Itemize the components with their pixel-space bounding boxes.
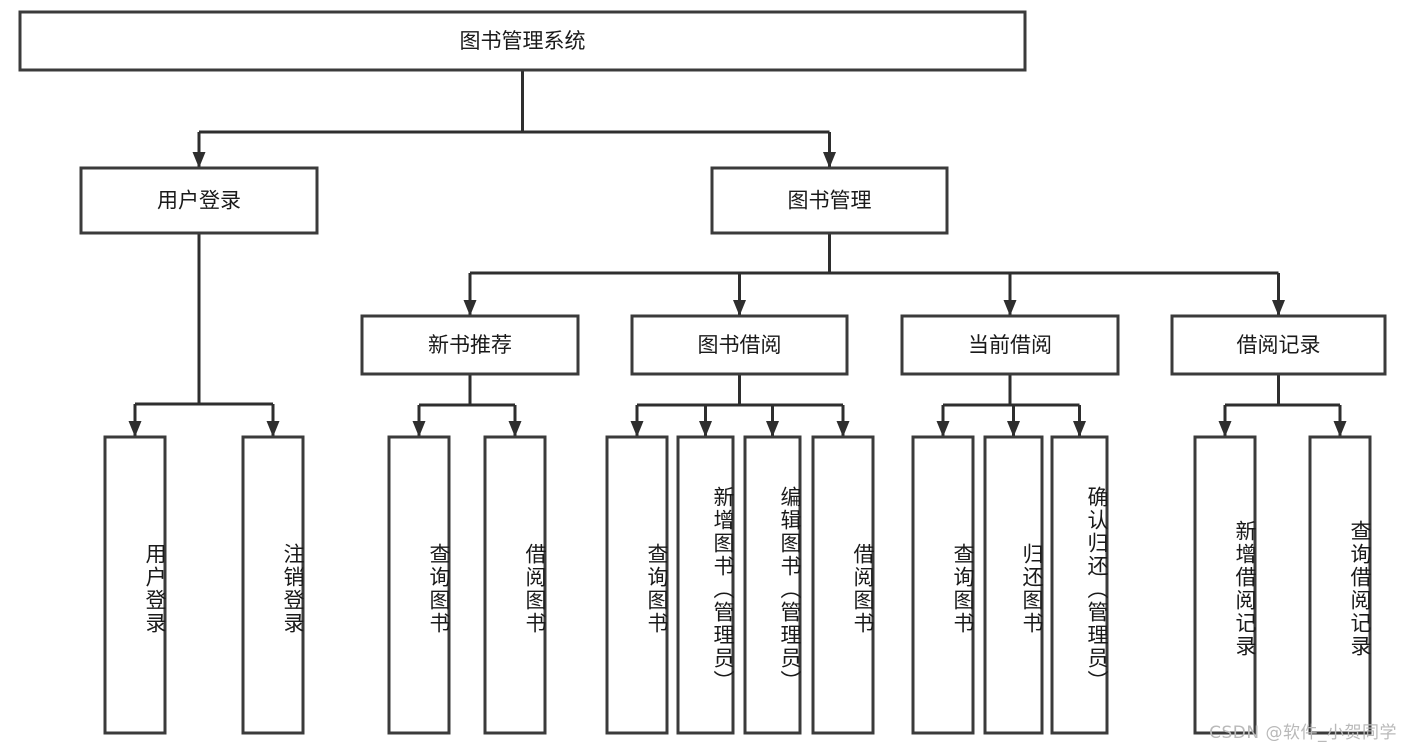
node-leaf-edit-book-rect	[743, 435, 802, 735]
node-root-system-label: 图书管理系统	[460, 29, 586, 53]
node-leaf-query-book-2[interactable]	[605, 435, 669, 735]
arrow-head-user-login-0	[128, 421, 142, 437]
node-leaf-borrow-book-1[interactable]	[483, 435, 547, 735]
node-leaf-edit-book[interactable]	[743, 435, 802, 735]
arrow-head-user-login-1	[266, 421, 280, 437]
node-leaf-borrow-book-2-rect	[811, 435, 875, 735]
arrow-head-book-borrow-0	[630, 421, 644, 437]
node-current-borrow[interactable]: 当前借阅	[900, 314, 1120, 376]
node-user-login-rect	[79, 166, 319, 235]
node-book-manage[interactable]: 图书管理	[710, 166, 949, 235]
node-borrow-record[interactable]: 借阅记录	[1170, 314, 1387, 376]
node-new-book-recommend-label: 新书推荐	[428, 333, 512, 357]
node-borrow-record-rect	[1170, 314, 1387, 376]
arrow-head-current-borrow-0	[936, 421, 950, 437]
arrow-head-book-borrow-2	[766, 421, 779, 437]
arrow-head-book-borrow-3	[836, 421, 850, 437]
node-leaf-query-book-2-rect	[605, 435, 669, 735]
node-leaf-logout-rect	[241, 435, 305, 735]
arrow-head-book-borrow-1	[699, 421, 712, 437]
node-leaf-logout[interactable]	[241, 435, 305, 735]
arrow-head-book-manage-0	[463, 300, 477, 316]
node-root-system-rect	[18, 10, 1027, 72]
node-leaf-borrow-book-2[interactable]	[811, 435, 875, 735]
node-leaf-return-book[interactable]	[983, 435, 1044, 735]
node-leaf-add-book[interactable]	[676, 435, 735, 735]
node-current-borrow-rect	[900, 314, 1120, 376]
arrow-head-book-manage-2	[1003, 300, 1017, 316]
arrow-head-borrow-record-1	[1333, 421, 1347, 437]
node-book-manage-rect	[710, 166, 949, 235]
node-leaf-confirm-return[interactable]	[1050, 435, 1109, 735]
node-user-login-label: 用户登录	[157, 189, 241, 213]
node-leaf-add-record[interactable]	[1193, 435, 1257, 735]
node-borrow-record-label: 借阅记录	[1237, 333, 1321, 357]
node-leaf-query-record-rect	[1308, 435, 1372, 735]
node-new-book-recommend[interactable]: 新书推荐	[360, 314, 580, 376]
node-leaf-borrow-book-1-rect	[483, 435, 547, 735]
connectors-layer	[128, 70, 1347, 437]
node-leaf-user-login[interactable]	[103, 435, 167, 735]
arrow-head-borrow-record-0	[1218, 421, 1232, 437]
arrow-head-current-borrow-1	[1007, 421, 1020, 437]
arrow-head-new-book-recommend-0	[412, 421, 426, 437]
node-root-system[interactable]: 图书管理系统	[18, 10, 1027, 72]
node-leaf-add-record-rect	[1193, 435, 1257, 735]
node-leaf-query-book-1-rect	[387, 435, 451, 735]
node-leaf-add-book-rect	[676, 435, 735, 735]
node-book-borrow-rect	[630, 314, 849, 376]
node-leaf-query-book-1[interactable]	[387, 435, 451, 735]
node-book-borrow-label: 图书借阅	[698, 333, 782, 357]
arrow-head-book-manage-3	[1272, 300, 1285, 316]
arrow-head-current-borrow-2	[1073, 421, 1086, 437]
node-leaf-confirm-return-rect	[1050, 435, 1109, 735]
node-book-borrow[interactable]: 图书借阅	[630, 314, 849, 376]
node-leaf-query-record[interactable]	[1308, 435, 1372, 735]
node-leaf-user-login-rect	[103, 435, 167, 735]
node-leaf-query-book-3-rect	[911, 435, 975, 735]
node-leaf-query-book-3[interactable]	[911, 435, 975, 735]
node-book-manage-label: 图书管理	[788, 189, 872, 213]
arrow-head-new-book-recommend-1	[508, 421, 522, 437]
arrow-head-root-0	[192, 152, 206, 168]
arrow-head-book-manage-1	[733, 300, 746, 316]
node-user-login[interactable]: 用户登录	[79, 166, 319, 235]
node-current-borrow-label: 当前借阅	[968, 333, 1052, 357]
csdn-watermark: CSDN @软件_小贺同学	[1209, 723, 1397, 743]
node-leaf-return-book-rect	[983, 435, 1044, 735]
arrow-head-root-1	[823, 152, 836, 168]
node-new-book-recommend-rect	[360, 314, 580, 376]
